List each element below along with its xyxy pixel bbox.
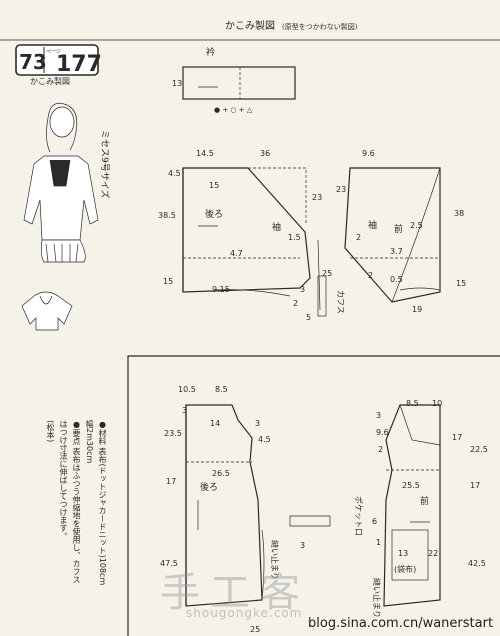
note-line-2: 幅2m30cm xyxy=(85,420,94,464)
label-front: 前 xyxy=(394,223,403,235)
dim-lower-45: 4.5 xyxy=(258,435,271,444)
dim-lower-425: 42.5 xyxy=(468,559,486,568)
dim-back-36: 36 xyxy=(260,149,270,158)
dim-lower-235: 23.5 xyxy=(164,429,182,438)
dim-front-05: 0.5 xyxy=(390,275,403,284)
watermark: 手工客 xyxy=(160,570,310,616)
dim-lower-17b: 17 xyxy=(452,433,462,442)
badge-caption: かこみ製図 xyxy=(30,76,70,86)
dim-front-2: 2 xyxy=(356,233,361,242)
watermark-sub: shougongke.com xyxy=(186,606,303,620)
dim-back-385: 38.5 xyxy=(158,211,176,220)
dim-front-96: 9.6 xyxy=(362,149,375,158)
dim-lower-3d: 3 xyxy=(376,411,381,420)
pattern-badge: 73 ページ 177 かこみ製図 xyxy=(15,44,102,86)
model-illustration xyxy=(23,102,99,263)
note-line-4: はつけ寸法に伸ばしてつけます。 xyxy=(59,420,68,540)
collar-height: 13 xyxy=(172,79,182,88)
dim-lower-265: 26.5 xyxy=(212,469,230,478)
label-stitch-back: 縫い止まり xyxy=(270,540,280,580)
label-stitch-front: 縫い止まり xyxy=(372,578,382,618)
dim-front-23: 23 xyxy=(336,185,346,194)
collar-piece: 衿 13 ● + ○ + △ xyxy=(172,46,296,114)
dim-lower-25: 25 xyxy=(250,625,260,634)
dim-back-15b: 1.5 xyxy=(288,233,301,242)
footer-url[interactable]: blog.sina.com.cn/wanerstart xyxy=(308,616,494,631)
dim-lower-96: 9.6 xyxy=(376,428,389,437)
dim-front-15: 15 xyxy=(456,279,466,288)
dim-lower-13: 13 xyxy=(398,549,408,558)
label-sleeve-front: 袖 xyxy=(368,219,377,231)
dim-lower-225: 22.5 xyxy=(470,445,488,454)
dim-front-37: 3.7 xyxy=(390,247,403,256)
note-line-3: ●要点 表布はふつう伸縮地を使用し、カフス xyxy=(72,420,81,584)
badge-number: 73 xyxy=(19,50,47,74)
label-cuff: カフス xyxy=(336,290,345,314)
upper-front-draft xyxy=(344,167,441,303)
dim-lower-85b: 8.5 xyxy=(406,399,419,408)
lower-frame xyxy=(127,355,500,636)
note-credit: (松本) xyxy=(46,420,55,443)
dim-lower-3: 3 xyxy=(182,406,187,415)
dim-lower-475: 47.5 xyxy=(160,559,178,568)
dim-lower-10: 10 xyxy=(432,399,442,408)
dim-front-38: 38 xyxy=(454,209,464,218)
dim-lower-14: 14 xyxy=(210,419,220,428)
dim-lower-3b: 3 xyxy=(255,419,260,428)
label-sleeve-back: 袖 xyxy=(272,221,281,233)
dim-back-145: 14.5 xyxy=(196,149,214,158)
dim-lower-22: 22 xyxy=(428,549,438,558)
collar-symbols: ● + ○ + △ xyxy=(214,106,253,114)
lower-back-draft xyxy=(185,404,331,607)
label-lower-front: 前 xyxy=(420,495,429,507)
badge-page: 177 xyxy=(56,52,102,77)
label-lower-back: 後ろ xyxy=(200,481,218,493)
dim-lower-6: 6 xyxy=(372,517,377,526)
dim-back-15-diag: 15 xyxy=(209,181,219,190)
dim-lower-85: 8.5 xyxy=(215,385,228,394)
size-note: ミセス9号サイズ xyxy=(99,130,111,198)
dim-front-19: 19 xyxy=(412,305,422,314)
dim-back-5: 5 xyxy=(306,313,311,322)
upper-back-draft xyxy=(182,167,327,317)
label-back: 後ろ xyxy=(205,208,223,220)
dim-back-915: 9.15 xyxy=(212,285,230,294)
dim-back-23: 23 xyxy=(312,193,322,202)
material-notes: ●材料 表布(ドットジャカードニット)108cm 幅2m30cm ●要点 表布は… xyxy=(22,420,108,610)
label-pocket-mouth: ポケット口 xyxy=(354,496,363,536)
dim-back-25: 25 xyxy=(322,269,332,278)
dim-back-45: 4.5 xyxy=(168,169,181,178)
note-line-1: ●材料 表布(ドットジャカードニット)108cm xyxy=(98,420,107,586)
dim-back-15: 15 xyxy=(163,277,173,286)
lower-front-draft xyxy=(383,404,441,607)
dim-lower-17: 17 xyxy=(166,477,176,486)
badge-page-kana: ページ xyxy=(46,49,61,55)
dim-lower-2: 2 xyxy=(378,445,383,454)
dim-front-2c: 2 xyxy=(368,271,373,280)
flat-sketch xyxy=(21,291,73,331)
header-title: かこみ製図 xyxy=(225,19,275,32)
dim-lower-1: 1 xyxy=(376,538,381,547)
dim-lower-17c: 17 xyxy=(470,481,480,490)
header-subtitle: (原型をつかわない製図) xyxy=(282,22,358,31)
dim-lower-105: 10.5 xyxy=(178,385,196,394)
collar-name: 衿 xyxy=(206,46,215,58)
dim-lower-3c: 3 xyxy=(300,541,305,550)
label-pocket: (袋布) xyxy=(394,564,416,574)
dim-back-3: 3 xyxy=(300,285,305,294)
dim-lower-255: 25.5 xyxy=(402,481,420,490)
dim-back-47: 4.7 xyxy=(230,249,243,258)
dim-back-2: 2 xyxy=(293,299,298,308)
dim-front-25: 2.5 xyxy=(410,221,423,230)
